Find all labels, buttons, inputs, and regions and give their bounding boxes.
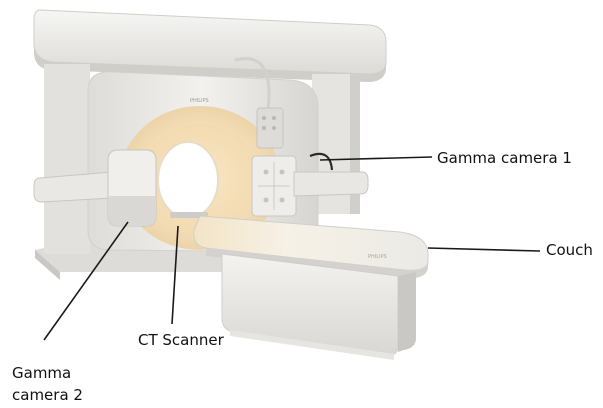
patient-couch: PHILIPS bbox=[194, 216, 428, 360]
label-couch: Couch bbox=[546, 240, 593, 261]
brand-mark-gantry: PHILIPS bbox=[190, 98, 209, 104]
label-ct-scanner: CT Scanner bbox=[138, 330, 224, 351]
label-gamma-camera-2-line1: Gamma bbox=[12, 363, 71, 384]
brand-mark-couch: PHILIPS bbox=[368, 254, 387, 260]
label-gamma-camera-1: Gamma camera 1 bbox=[437, 148, 572, 169]
leader-couch bbox=[428, 248, 540, 251]
label-gamma-camera-2-line2: camera 2 bbox=[12, 385, 83, 406]
